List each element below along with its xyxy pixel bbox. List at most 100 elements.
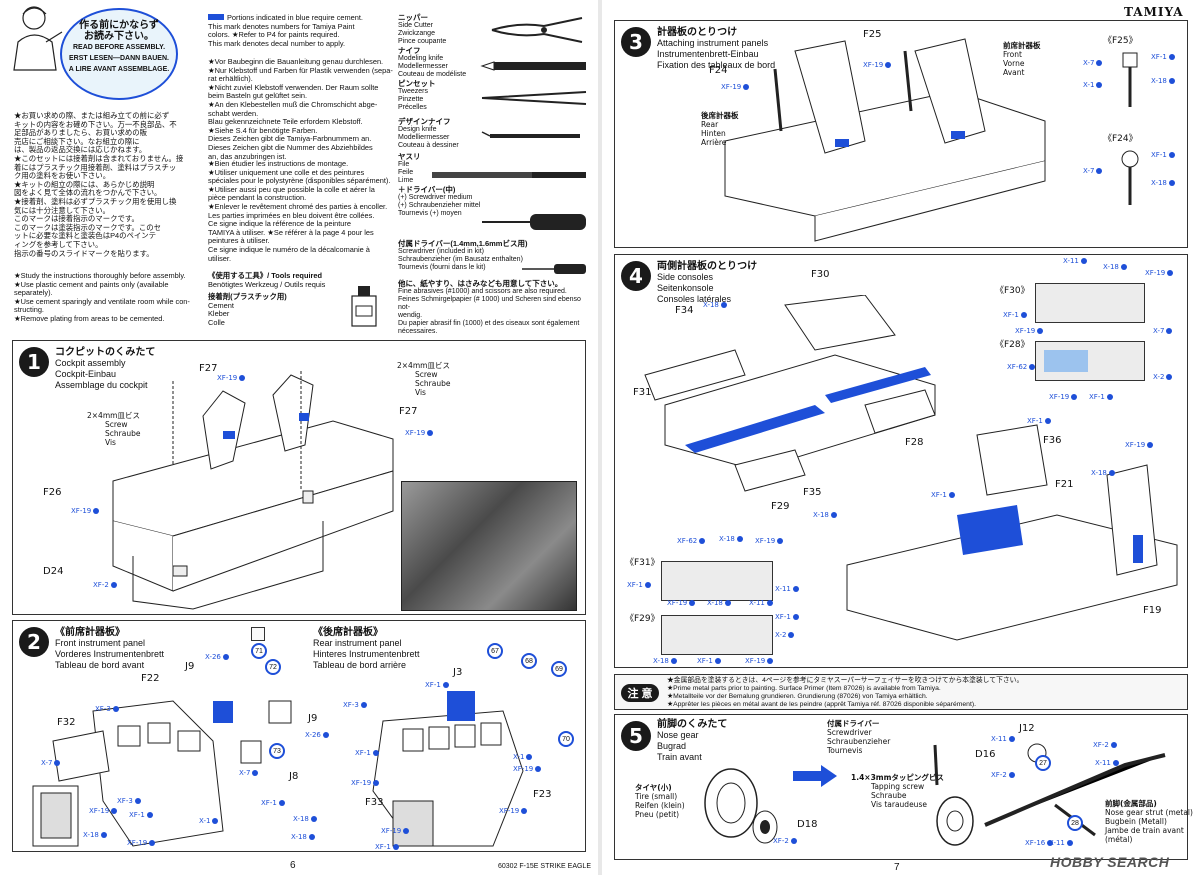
paint-tag: XF-19 — [499, 807, 528, 815]
screw-line: Schraube — [415, 379, 451, 388]
step-title-line: Cockpit-Einbau — [55, 369, 117, 379]
badge-de: ERST LESEN—DANN BAUEN. — [69, 55, 169, 62]
paint-tag: X-2 — [775, 631, 795, 639]
jp-line: 図をよく見て全体の流れをつかんで下さい。 — [14, 188, 162, 198]
paint-code: X-11 — [1049, 839, 1065, 847]
notice-tag: 注 意 — [621, 684, 659, 702]
tool-tweezers: ピンセット Tweezers Pinzette Précelles — [398, 80, 488, 112]
jp-line: 着にはプラスチック用接着剤、塗料はプラスチッ — [14, 162, 177, 172]
paint-code: XF-19 — [1125, 441, 1146, 449]
notice-text: ★金属部品を塗装するときは、4ページを参考にタミヤスーパーサーフェイサーを吹きつ… — [667, 677, 1185, 709]
callout-line: (métal) — [1105, 835, 1133, 844]
paint-tag: X-7 — [1153, 327, 1173, 335]
callout-line: Jambe de train avant — [1105, 826, 1184, 835]
step-title-line: Hinteres Instrumentenbrett — [313, 649, 420, 659]
paint-code: X-26 — [205, 653, 221, 661]
paint-dot-icon — [792, 586, 799, 592]
paint-dot-icon — [1168, 54, 1175, 60]
f25-stick-detail-drawing — [1122, 52, 1138, 107]
tool-kit-screwdriver: 付属ドライバー(1.4mm,1.6mmビス用) Screwdriver (inc… — [398, 240, 548, 272]
paint-dot-icon — [252, 770, 259, 776]
cement-line: Colle — [208, 317, 225, 327]
tool-line: File — [398, 161, 410, 168]
paint-tag: XF-19 — [1015, 327, 1044, 335]
step-1-panel: 1 コクピットのくみたて Cockpit assembly Cockpit-Ei… — [12, 340, 586, 615]
front-panel-callout: 前席計器板 Front Vorne Avant — [1003, 41, 1041, 77]
paint-dot-icon — [100, 832, 107, 838]
paint-code: XF-1 — [1151, 53, 1167, 61]
note-jp: 他に、紙やすり、はさみなども用意して下さい。 — [398, 279, 563, 288]
paint-code: XF-19 — [71, 507, 92, 515]
paint-dot-icon — [111, 808, 118, 814]
tapping-screw-callout: 1.4×3mmタッピングビス Tapping screw Schraube Vi… — [851, 773, 944, 809]
paint-dot-icon — [535, 766, 542, 772]
paint-code: XF-19 — [217, 374, 238, 382]
paint-code: XF-1 — [1151, 151, 1167, 159]
de-line: Dieses Zeichen gibt die Nummer des Abzie… — [208, 142, 373, 152]
paint-code: XF-1 — [1089, 393, 1105, 401]
tool-line: Lime — [398, 177, 414, 184]
paint-dot-icon — [134, 798, 141, 804]
tool-line: Zwickzange — [398, 30, 435, 37]
tool-line: (+) Screwdriver medium — [398, 194, 473, 201]
paint-code: X-7 — [239, 769, 251, 777]
paint-code: XF-19 — [1015, 327, 1036, 335]
side-cutter-icon — [491, 17, 583, 43]
paint-dot-icon — [767, 658, 774, 664]
tool-line: Couteau de modéliste — [398, 71, 467, 78]
paint-code: XF-19 — [1145, 269, 1166, 277]
step-title: 計器板のとりつけ Attaching instrument panels Ins… — [657, 27, 775, 71]
step-5-panel: 5 前脚のくみたて Nose gear Bugrad Train avant タ… — [614, 714, 1193, 860]
step-title-line: Tableau de bord arrière — [313, 660, 407, 670]
callout-line: Tournevis — [827, 746, 863, 755]
callout-line: Front — [1003, 50, 1022, 59]
paint-code: XF-62 — [1007, 363, 1028, 371]
paint-tag: XF-1 — [425, 681, 449, 689]
paint-dot-icon — [222, 654, 229, 660]
badge-jp-1: 作る前にかならず — [79, 20, 159, 31]
paint-dot-icon — [1080, 258, 1087, 264]
paint-code: X-7 — [1083, 59, 1095, 67]
paint-tag: XF-19 — [351, 779, 380, 787]
paint-dot-icon — [1120, 264, 1127, 270]
step-2-panel: 2 《前席計器板》 Front instrument panel Vordere… — [12, 620, 586, 852]
part-label-f31: F31 — [633, 387, 652, 398]
paint-dot-icon — [724, 600, 731, 606]
fr-line: pièce pendant la construction. — [208, 193, 307, 203]
paint-code: XF-1 — [355, 749, 371, 757]
paint-dot-icon — [777, 538, 784, 544]
paint-tag: XF-1 — [261, 799, 285, 807]
decal-number-badge: 68 — [521, 653, 537, 669]
additional-tools-note: 他に、紙やすり、はさみなども用意して下さい。 Fine abrasives (#… — [398, 280, 590, 336]
paint-tag: XF-2 — [1093, 741, 1117, 749]
part-label-f29: F29 — [771, 501, 790, 512]
paint-dot-icon — [239, 375, 246, 381]
fr-line: TAMIYA à utiliser. ★Se référer à la page… — [208, 227, 374, 237]
callout-line: Schraube — [871, 791, 907, 800]
paint-dot-icon — [1106, 394, 1113, 400]
f29-panel-detail — [661, 615, 773, 655]
de-line: an, das anzubringen ist. — [208, 151, 287, 161]
paint-dot-icon — [110, 582, 117, 588]
step-title-line: Consoles latérales — [657, 294, 732, 304]
screw-callout-b: 2×4mm皿ビス Screw Schraube Vis — [397, 361, 450, 397]
paint-code: XF-19 — [405, 429, 426, 437]
decal-number-badge: 28 — [1067, 815, 1083, 831]
paint-tag: XF-3 — [117, 797, 141, 805]
tool-jp: ＋ドライバー(中) — [398, 185, 456, 194]
badge-en: READ BEFORE ASSEMBLY. — [72, 44, 166, 51]
step-title-line: Cockpit assembly — [55, 358, 126, 368]
tools-heading: 《使用する工具》/ Tools required Benötigtes Werk… — [208, 271, 378, 328]
callout-line: Screwdriver — [827, 728, 872, 737]
paint-code: XF-19 — [667, 599, 688, 607]
step-title-jp: 計器板のとりつけ — [657, 27, 738, 38]
jp-line: ク用の塗料をお使い下さい。 — [14, 171, 111, 181]
paint-code: XF-19 — [499, 807, 520, 815]
tool-modeling-knife: ナイフ Modeling knife Modellermesser Coutea… — [398, 47, 488, 79]
callout-line: Avant — [1003, 68, 1025, 77]
screw-spec: 2×4mm皿ビス — [87, 411, 140, 420]
paint-dot-icon — [792, 614, 799, 620]
step-title-line: Vorderes Instrumentenbrett — [55, 649, 165, 659]
paint-dot-icon — [403, 828, 410, 834]
paint-tag: X-18 — [703, 301, 727, 309]
